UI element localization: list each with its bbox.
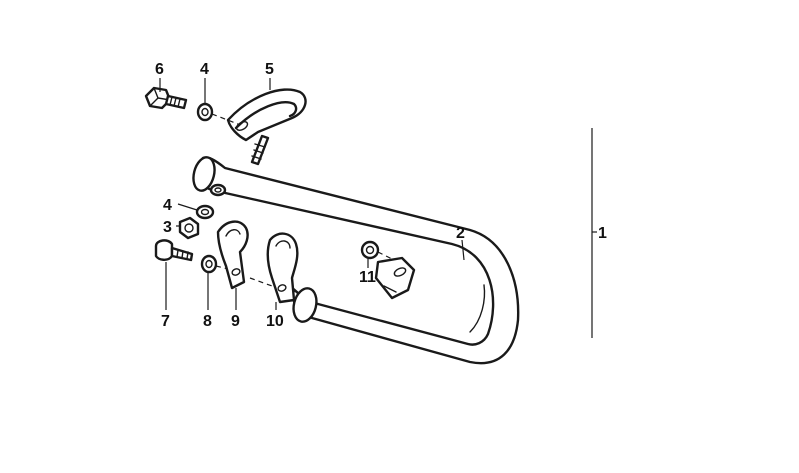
label-9: 9 (231, 313, 240, 330)
washer-part-4-lower (195, 204, 215, 220)
washer-part-11 (360, 240, 380, 260)
label-4b: 4 (163, 197, 172, 214)
washer-part-4-upper (196, 102, 214, 122)
clamp-part-5 (226, 88, 307, 166)
clamp-part-9 (216, 220, 249, 290)
u-tube-part-2 (192, 156, 520, 365)
label-7: 7 (161, 313, 170, 330)
label-4a: 4 (200, 61, 209, 78)
label-11: 11 (359, 269, 376, 286)
label-3: 3 (163, 219, 172, 236)
label-2: 2 (456, 225, 465, 242)
assembly-line-right (377, 251, 395, 261)
assembly-line (211, 113, 239, 125)
label-8: 8 (203, 313, 212, 330)
bolt-part-7 (154, 239, 194, 262)
nut-part-3 (178, 216, 200, 240)
leader-lines (159, 78, 465, 310)
bracket-on-tube (374, 256, 416, 300)
label-1: 1 (598, 225, 607, 242)
clamp-part-10 (266, 232, 299, 304)
label-10: 10 (266, 313, 284, 330)
label-6: 6 (155, 61, 164, 78)
label-5: 5 (265, 61, 274, 78)
bolt-part-6 (144, 86, 188, 110)
washer-on-tube (209, 183, 227, 197)
washer-part-8 (200, 254, 218, 274)
